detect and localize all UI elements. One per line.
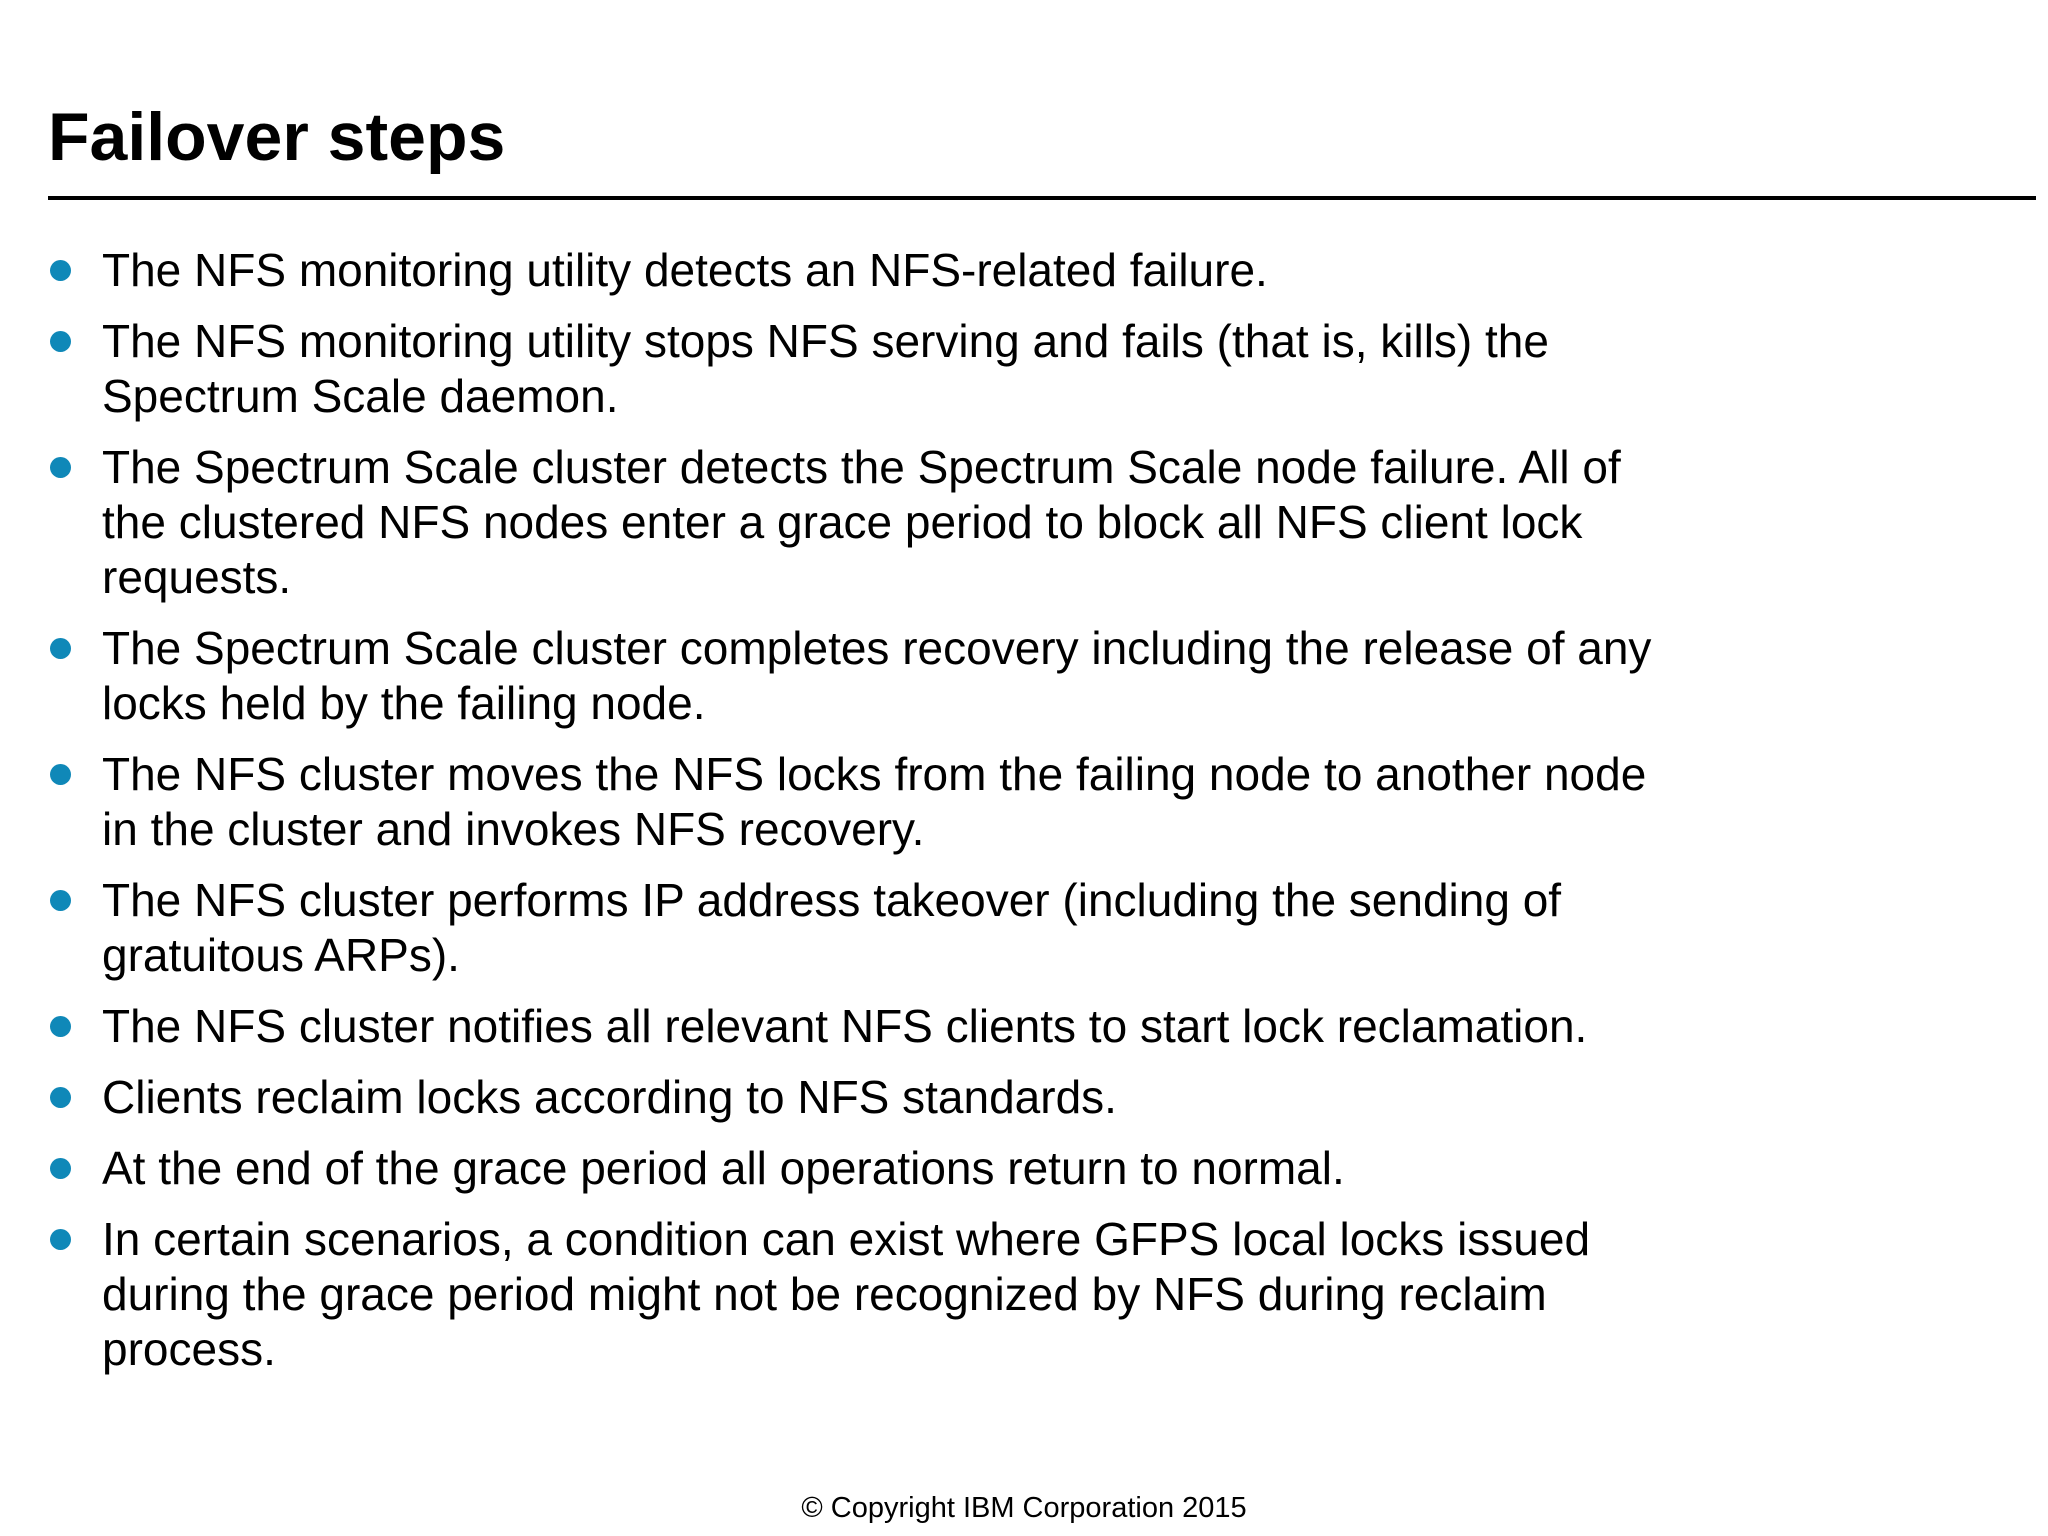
- bullet-icon: [50, 1229, 71, 1250]
- copyright-footer: © Copyright IBM Corporation 2015: [801, 1492, 1247, 1524]
- bullet-text: The Spectrum Scale cluster detects the S…: [102, 441, 1621, 603]
- bullet-text: At the end of the grace period all opera…: [102, 1142, 1345, 1194]
- list-item: The NFS monitoring utility detects an NF…: [50, 243, 2010, 298]
- bullet-text: The NFS monitoring utility stops NFS ser…: [102, 315, 1549, 422]
- bullet-icon: [50, 331, 71, 352]
- bullet-icon: [50, 260, 71, 281]
- bullet-text: The NFS cluster notifies all relevant NF…: [102, 1000, 1588, 1052]
- bullet-icon: [50, 890, 71, 911]
- list-item: The NFS cluster notifies all relevant NF…: [50, 999, 2010, 1054]
- list-item: Clients reclaim locks according to NFS s…: [50, 1070, 2010, 1125]
- bullet-text: Clients reclaim locks according to NFS s…: [102, 1071, 1117, 1123]
- bullet-text: The Spectrum Scale cluster completes rec…: [102, 622, 1652, 729]
- bullet-icon: [50, 1016, 71, 1037]
- bullet-text: The NFS monitoring utility detects an NF…: [102, 244, 1268, 296]
- list-item: In certain scenarios, a condition can ex…: [50, 1212, 2010, 1377]
- page-title: Failover steps: [48, 99, 506, 175]
- bullet-icon: [50, 1087, 71, 1108]
- bullet-text: The NFS cluster moves the NFS locks from…: [102, 748, 1647, 855]
- bullet-list: The NFS monitoring utility detects an NF…: [50, 243, 2010, 1393]
- bullet-icon: [50, 638, 71, 659]
- bullet-icon: [50, 1158, 71, 1179]
- list-item: At the end of the grace period all opera…: [50, 1141, 2010, 1196]
- bullet-icon: [50, 764, 71, 785]
- list-item: The NFS cluster moves the NFS locks from…: [50, 747, 2010, 857]
- bullet-text: In certain scenarios, a condition can ex…: [102, 1213, 1591, 1375]
- bullet-icon: [50, 457, 71, 478]
- list-item: The NFS monitoring utility stops NFS ser…: [50, 314, 2010, 424]
- bullet-text: The NFS cluster performs IP address take…: [102, 874, 1562, 981]
- list-item: The Spectrum Scale cluster completes rec…: [50, 621, 2010, 731]
- title-divider: [48, 196, 2036, 200]
- list-item: The Spectrum Scale cluster detects the S…: [50, 440, 2010, 605]
- list-item: The NFS cluster performs IP address take…: [50, 873, 2010, 983]
